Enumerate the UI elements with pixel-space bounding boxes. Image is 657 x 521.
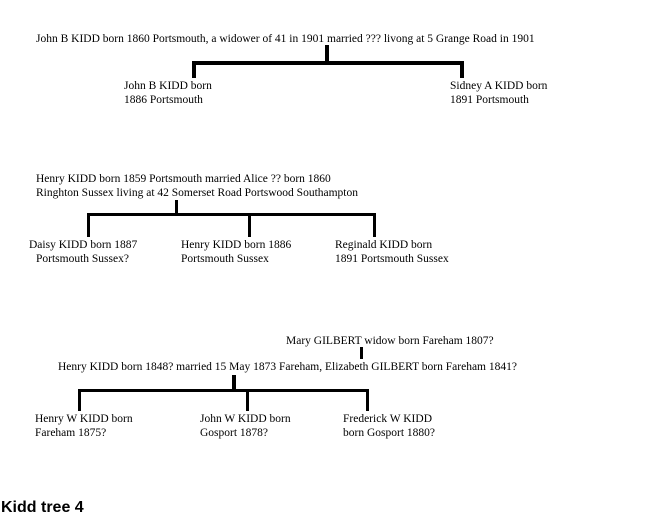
- family3-child3-line1: Frederick W KIDD: [343, 413, 432, 425]
- family1-child1-tick: [192, 61, 196, 78]
- family3-child2-tick: [246, 389, 249, 411]
- family3-child1-line1: Henry W KIDD born: [35, 413, 133, 425]
- family2-parent: Henry KIDD born 1859 Portsmouth married …: [36, 172, 358, 200]
- family3-child2: John W KIDD born Gosport 1878?: [200, 412, 291, 440]
- family2-child3: Reginald KIDD born 1891 Portsmouth Susse…: [335, 238, 449, 266]
- family2-child2: Henry KIDD born 1886 Portsmouth Sussex: [181, 238, 291, 266]
- family1-child1-line1: John B KIDD born: [124, 80, 212, 92]
- family1-stem-line: [325, 45, 329, 63]
- family2-child2-line1: Henry KIDD born 1886: [181, 239, 292, 251]
- family3-child3: Frederick W KIDD born Gosport 1880?: [343, 412, 435, 440]
- family2-bracket-line: [87, 213, 376, 216]
- family1-bracket-line: [192, 61, 464, 65]
- family3-child2-line2: Gosport 1878?: [200, 427, 269, 439]
- family3-bracket-line: [78, 389, 369, 392]
- family1-child2-tick: [460, 61, 464, 78]
- family3-child1-tick: [78, 389, 81, 411]
- family2-parent-line1: Henry KIDD born 1859 Portsmouth married …: [36, 173, 331, 185]
- family1-child2-line2: 1891 Portsmouth: [450, 94, 529, 106]
- diagram-caption: Kidd tree 4: [1, 499, 84, 516]
- family3-child1: Henry W KIDD born Fareham 1875?: [35, 412, 133, 440]
- family1-child1: John B KIDD born 1886 Portsmouth: [124, 79, 212, 107]
- family1-parent: John B KIDD born 1860 Portsmouth, a wido…: [36, 33, 535, 45]
- family2-child3-tick: [373, 213, 376, 237]
- family2-child1-line1: Daisy KIDD born 1887: [29, 239, 138, 251]
- family3-parent: Henry KIDD born 1848? married 15 May 187…: [58, 361, 517, 373]
- family2-child3-line2: 1891 Portsmouth Sussex: [335, 253, 449, 265]
- family3-child2-line1: John W KIDD born: [200, 413, 291, 425]
- family3-grandparent: Mary GILBERT widow born Fareham 1807?: [286, 335, 494, 347]
- family3-stem-line: [232, 375, 236, 391]
- family1-child2-line1: Sidney A KIDD born: [450, 80, 548, 92]
- family1-child2: Sidney A KIDD born 1891 Portsmouth: [450, 79, 547, 107]
- family2-parent-line2: Ringhton Sussex living at 42 Somerset Ro…: [36, 187, 359, 199]
- family3-child1-line2: Fareham 1875?: [35, 427, 107, 439]
- family2-child1-line2: Portsmouth Sussex?: [36, 253, 129, 265]
- family2-child3-line1: Reginald KIDD born: [335, 239, 433, 251]
- family3-child3-tick: [366, 389, 369, 411]
- family2-child1: Daisy KIDD born 1887 Portsmouth Sussex?: [29, 238, 137, 266]
- family2-child1-tick: [87, 213, 90, 237]
- family3-child3-line2: born Gosport 1880?: [343, 427, 435, 439]
- family2-child2-line2: Portsmouth Sussex: [181, 253, 269, 265]
- family2-child2-tick: [248, 213, 251, 237]
- family3-grandparent-line: [360, 347, 363, 359]
- family2-stem-line: [175, 200, 178, 216]
- family1-child1-line2: 1886 Portsmouth: [124, 94, 203, 106]
